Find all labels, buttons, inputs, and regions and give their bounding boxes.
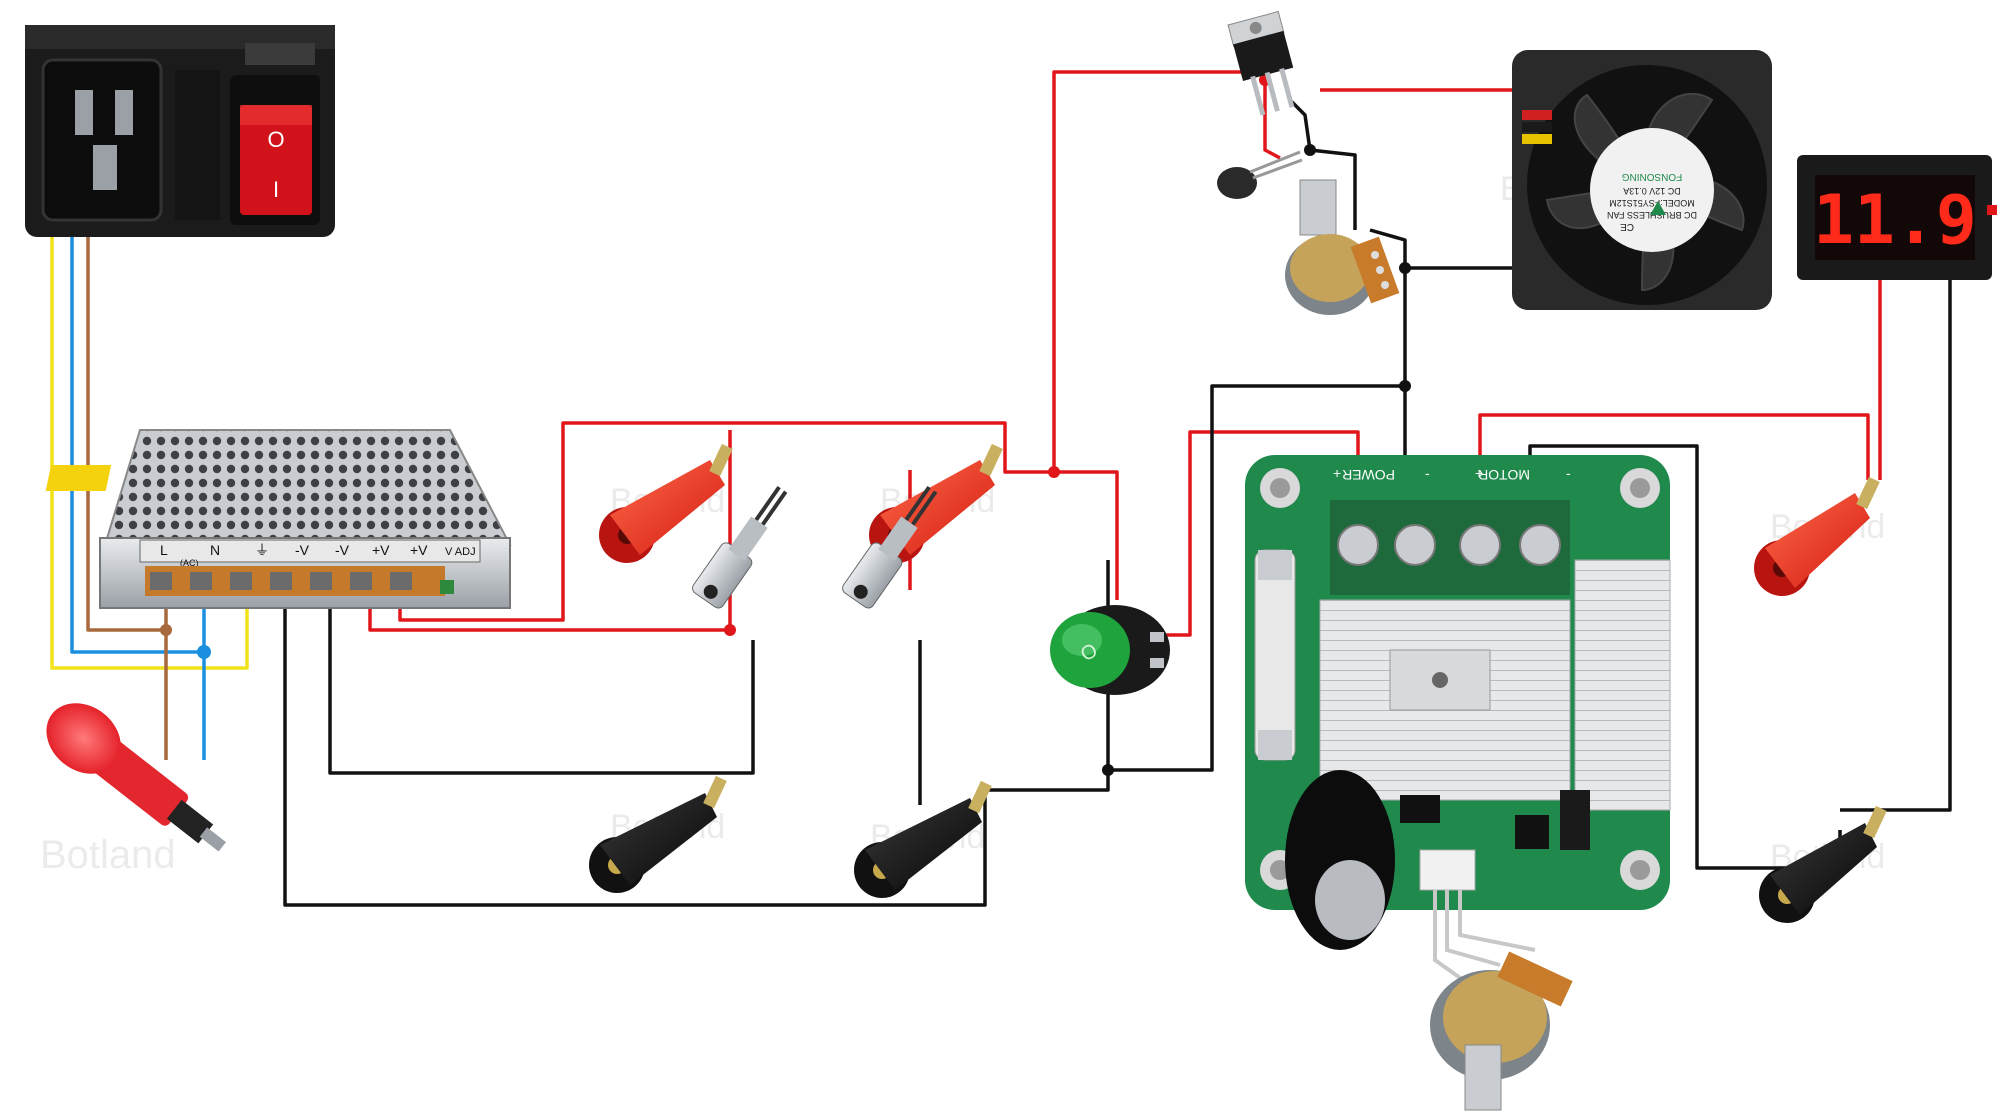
wire-red <box>1263 80 1281 160</box>
fan-label-line2: MODEL:FSY51S12M <box>1609 198 1695 208</box>
pwm-power-plus: + <box>1333 465 1341 481</box>
red-binding-post-icon <box>1754 476 1880 596</box>
pot-wires <box>1433 890 1536 987</box>
wire-red <box>1052 70 1267 472</box>
voltmeter-reading: 11.9 <box>1813 181 1977 260</box>
iec-inlet-with-switch-icon: O I <box>25 25 335 237</box>
wire-black <box>1403 266 1520 386</box>
psu-ac-mark: (AC) <box>180 558 199 568</box>
black-binding-post-icon <box>589 775 727 893</box>
wire-red <box>368 430 732 632</box>
neon-indicator-lamp-icon <box>46 703 227 852</box>
fan-brand: FONSONING <box>1622 171 1683 182</box>
pwm-motor-label: MOTOR <box>1478 467 1530 483</box>
dc-jack-icon <box>692 485 788 609</box>
pwm-power-label: POWER <box>1342 467 1395 483</box>
junction-dot <box>1048 466 1060 478</box>
ntc-thermistor-icon <box>1217 150 1303 199</box>
wire-black <box>1108 384 1407 772</box>
junction-dot <box>160 624 172 636</box>
fan-label-line3: DC 12V 0.13A <box>1623 186 1681 196</box>
wire-yellow <box>50 200 249 670</box>
psu-terminal-label: ⏚ <box>255 542 269 558</box>
pwm-motor-plus: + <box>1475 465 1483 481</box>
junction-dot <box>1399 262 1411 274</box>
psu-terminal-label: +V <box>410 542 428 558</box>
fan-cert: CE <box>1620 221 1634 232</box>
psu-terminal-label: L <box>160 542 168 558</box>
psu-terminal-label: V ADJ <box>445 546 476 558</box>
wire-blue <box>70 200 206 654</box>
pwm-motor-minus: - <box>1566 465 1571 481</box>
wire-black <box>283 560 1110 907</box>
panel-voltmeter-icon: 11.9 <box>1797 155 1997 280</box>
pwm-motor-controller-icon: POWER MOTOR + - + - <box>1245 455 1671 950</box>
pwm-power-minus: - <box>1425 465 1430 481</box>
red-binding-post-icon <box>599 443 733 563</box>
black-binding-post-icon <box>854 780 992 898</box>
dc-jack-icon <box>842 485 938 609</box>
junction-dot <box>1102 764 1114 776</box>
wire-black <box>1288 98 1312 151</box>
junctions <box>160 74 1411 776</box>
round-rocker-switch-icon: O <box>1050 605 1170 695</box>
potentiometer-icon <box>1285 179 1400 315</box>
switch-on-mark: I <box>273 177 279 202</box>
psu-terminal-label: -V <box>335 542 350 558</box>
junction-dot <box>1399 380 1411 392</box>
psu-terminal-label: N <box>210 542 220 558</box>
psu-terminal-label: -V <box>295 542 310 558</box>
black-binding-post-icon <box>1759 805 1887 923</box>
potentiometer-icon <box>1430 951 1573 1111</box>
switching-power-supply-icon: L N ⏚ -V -V +V +V V ADJ (AC) <box>45 429 512 609</box>
wire-red <box>398 421 1119 622</box>
switch-off-mark: O <box>267 127 284 152</box>
to220-transistor-icon <box>1227 10 1295 116</box>
wire-black <box>1309 148 1357 230</box>
cooling-fan-icon: DC BRUSHLESS FAN MODEL:FSY51S12M DC 12V … <box>1512 50 1772 310</box>
wire-black <box>328 590 755 775</box>
psu-terminal-label: +V <box>372 542 390 558</box>
junction-dot <box>1304 144 1316 156</box>
junction-dot <box>724 624 736 636</box>
wire-black <box>1369 228 1407 268</box>
wire-brown <box>86 200 168 632</box>
watermark: Botland <box>40 833 176 877</box>
junction-dot <box>197 645 211 659</box>
